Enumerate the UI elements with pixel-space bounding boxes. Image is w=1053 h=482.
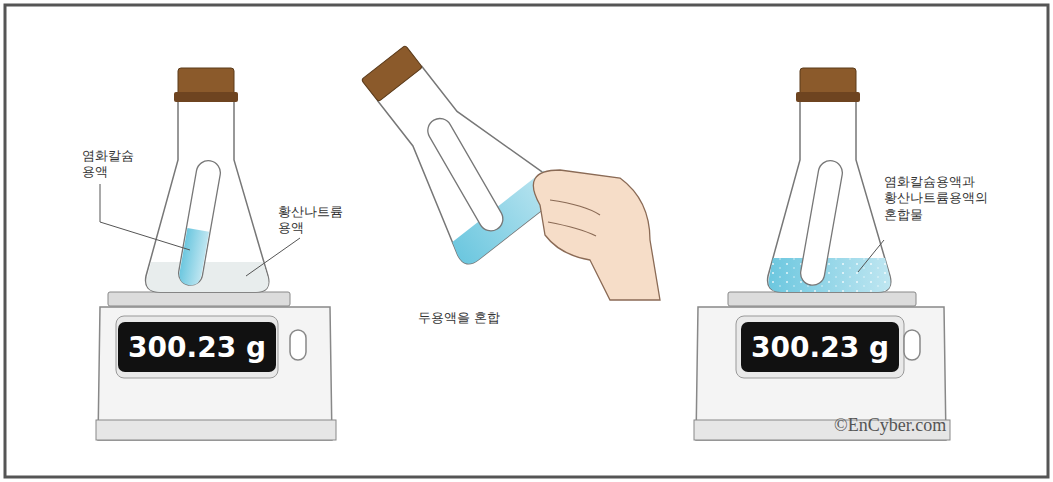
part-label: 염화칼슘용액과 황산나트륨용액의 혼합물 [884, 174, 1002, 223]
scale-display: 300.23 g [118, 322, 276, 372]
weight-reading: 300.23 g [751, 331, 889, 364]
part-label: 두용액을 혼합 [418, 310, 558, 326]
frame [5, 5, 1048, 477]
right-flask [768, 68, 891, 292]
leader-lines [100, 184, 884, 276]
part-label: 황산나트륨 용액 [278, 204, 354, 237]
left-flask [146, 68, 269, 292]
hand [533, 170, 660, 300]
tilted-flask [336, 23, 565, 268]
left-scale [96, 292, 336, 440]
part-label: 염화칼슘 용액 [82, 148, 146, 181]
scale-display: 300.23 g [741, 322, 899, 372]
watermark: ©EnCyber.com [834, 414, 1034, 437]
weight-reading: 300.23 g [128, 331, 266, 364]
